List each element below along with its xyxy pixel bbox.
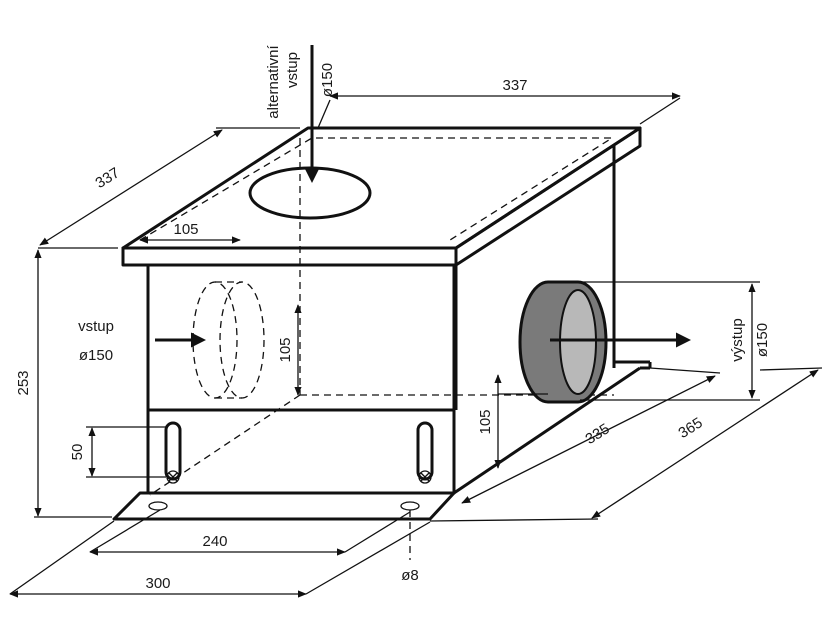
dim-line-337-depth	[39, 129, 223, 246]
top-inlet-ring	[248, 166, 372, 220]
flow-arrows	[155, 45, 691, 348]
dim-label-300: 300	[145, 575, 170, 592]
outlet-label: výstup	[729, 318, 746, 361]
box-front-face	[146, 263, 456, 412]
dim-label-50: 50	[69, 444, 86, 461]
outlet-dia-label: ø150	[754, 323, 771, 357]
alt-inlet-dia-label: ø150	[319, 63, 336, 97]
inlet-dia-label: ø150	[79, 347, 113, 364]
base-hole-left	[148, 501, 168, 511]
dim-line-365	[591, 369, 819, 519]
inlet-label: vstup	[78, 318, 114, 335]
box-lid-top	[121, 126, 642, 250]
dim-label-335: 335	[582, 420, 612, 448]
dim-label-105-outlet: 105	[477, 409, 494, 434]
outlet-duct-opening	[559, 289, 597, 395]
dim-label-253: 253	[15, 370, 32, 395]
base-hole-right	[400, 501, 420, 511]
dimension-lines	[9, 92, 823, 598]
dim-label-105-top: 105	[173, 221, 198, 238]
mounting-plate-front	[146, 408, 456, 495]
screw-right	[418, 470, 432, 484]
dim-label-337-depth: 337	[92, 164, 122, 192]
box-lid-front-edge	[121, 246, 458, 267]
dim-label-337-top: 337	[502, 77, 527, 94]
box-body	[112, 126, 652, 521]
dim-label-105-side: 105	[277, 337, 294, 362]
alt-inlet-label-line2: vstup	[284, 52, 301, 88]
dim-label-8: ø8	[401, 567, 419, 584]
dim-label-365: 365	[675, 414, 705, 442]
alt-inlet-label-line1: alternativní	[265, 44, 282, 118]
mounting-slot-right	[416, 421, 434, 481]
side-inlet-ring-inner	[219, 281, 265, 399]
screw-left	[166, 470, 180, 484]
port-labels: alternativní vstup ø150 vstup ø150 výstu…	[78, 44, 771, 364]
mounting-slot-left	[164, 421, 182, 481]
dim-label-240: 240	[202, 533, 227, 550]
base-flange	[112, 491, 456, 521]
box-lid-side-edge	[454, 126, 642, 267]
